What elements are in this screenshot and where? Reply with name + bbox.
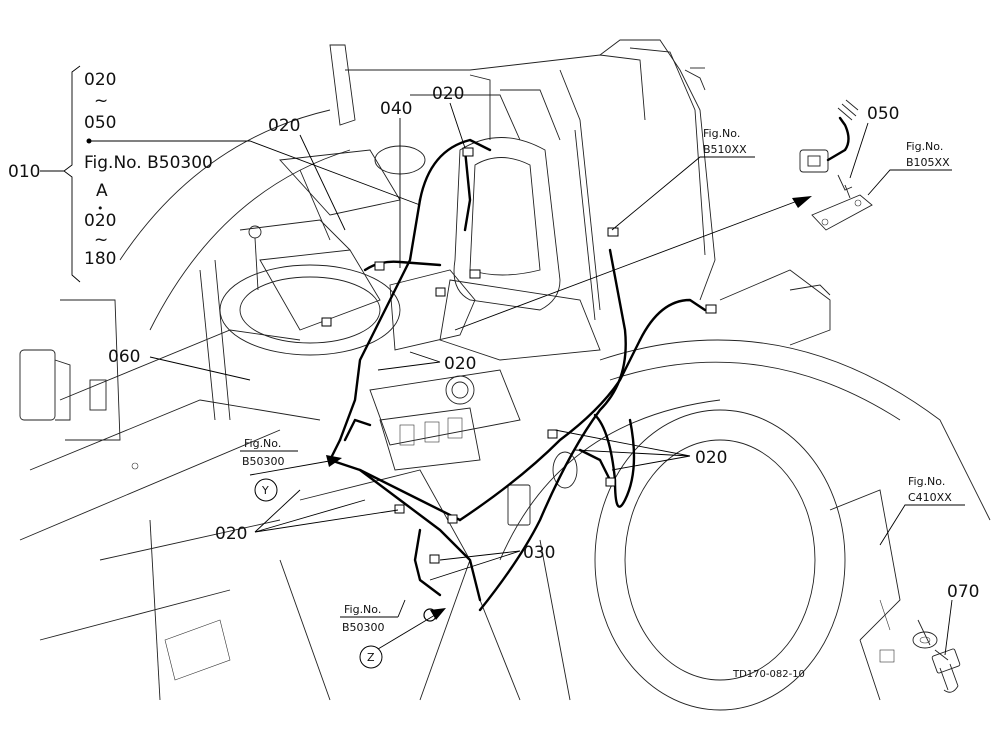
label-050: 050	[867, 104, 899, 124]
view-marker-y: Y	[261, 484, 269, 497]
label-020-right: 020	[695, 448, 727, 468]
sensor-050-detail	[799, 99, 873, 231]
wiring-harness	[321, 138, 717, 622]
figref-b105-number: B105XX	[906, 156, 950, 169]
bracket-figref: Fig.No. B50300	[84, 153, 213, 173]
label-060: 060	[108, 347, 140, 367]
label-020-top-left: 020	[268, 116, 300, 136]
view-marker-z-circle	[359, 645, 383, 669]
bracket-tilde-2: ~	[94, 230, 108, 250]
view-marker-y-circle	[254, 478, 278, 502]
bracket-dot: •	[97, 202, 104, 215]
label-020-top-center: 020	[432, 84, 464, 104]
bracket-line-1: 020	[84, 70, 116, 90]
figref-b510-number: B510XX	[703, 143, 747, 156]
figref-z-label: Fig.No.	[344, 603, 381, 616]
tractor-linework	[19, 39, 991, 711]
bracket-line-4: 020	[84, 211, 116, 231]
bracket-tilde-1: ~	[94, 91, 108, 111]
label-010: 010	[8, 162, 40, 182]
drawing-code: TD170-082-10	[732, 669, 805, 680]
bracket-line-5: 180	[84, 249, 116, 269]
bracket-line-3: A	[96, 181, 108, 201]
figref-y-number: B50300	[242, 455, 285, 468]
figref-y-label: Fig.No.	[244, 437, 281, 450]
label-020-center: 020	[444, 354, 476, 374]
bolt-070-detail	[912, 619, 961, 693]
figref-c410-label: Fig.No.	[908, 475, 945, 488]
view-marker-z: Z	[367, 651, 375, 664]
label-040: 040	[380, 99, 412, 119]
label-070: 070	[947, 582, 979, 602]
label-020-lower-left: 020	[215, 524, 247, 544]
leader-lines	[40, 65, 965, 656]
figref-z-number: B50300	[342, 621, 385, 634]
figref-c410-code: C410XX	[908, 491, 952, 504]
bracket-line-2: 050	[84, 113, 116, 133]
figref-b510-label: Fig.No.	[703, 127, 740, 140]
figref-b105-label: Fig.No.	[906, 140, 943, 153]
label-030: 030	[523, 543, 555, 563]
